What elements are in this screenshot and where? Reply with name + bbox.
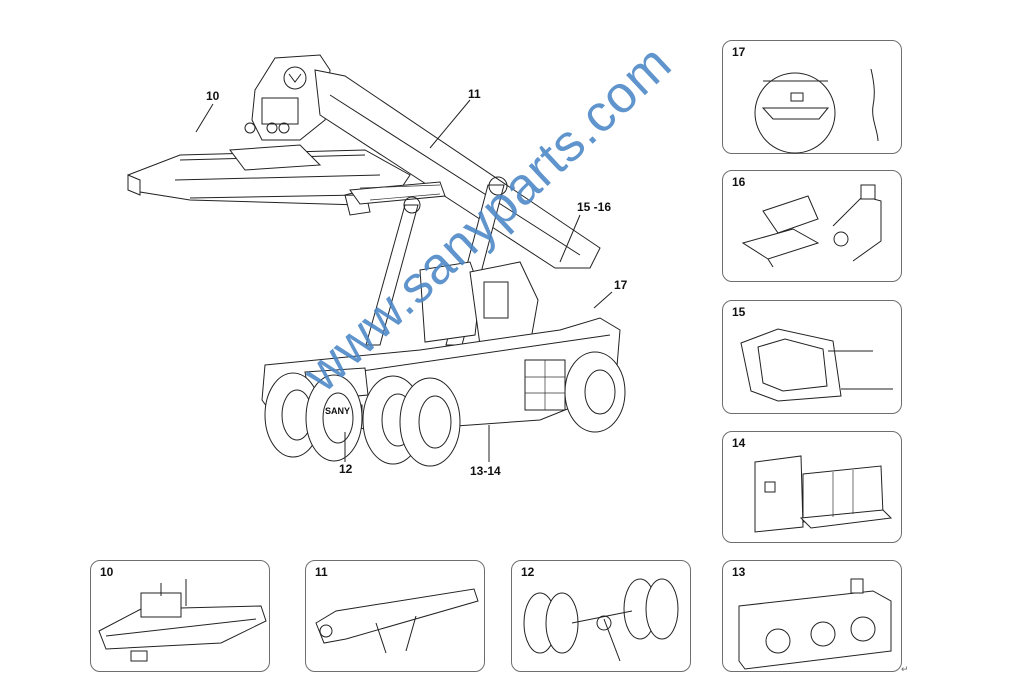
detail-panel-11: 11	[305, 560, 485, 672]
callout-11: 11	[468, 87, 481, 101]
panel-number: 11	[315, 565, 328, 579]
detail-panel-16: 16	[722, 170, 902, 282]
detail-panel-15: 15	[722, 300, 902, 414]
callout-15-16: 15 -16	[577, 200, 612, 214]
spreader-drawing	[127, 54, 411, 216]
counterweight-drawing	[754, 455, 893, 533]
wheels-drawing	[264, 351, 626, 467]
machine-badge: SANY	[325, 406, 351, 416]
axle-detail-drawing	[523, 578, 679, 662]
panel-number: 15	[732, 305, 746, 319]
detail-panel-13: 13	[722, 560, 902, 672]
panel-number: 17	[732, 45, 746, 59]
detail-panel-12: 12	[511, 560, 691, 672]
panel-number: 10	[100, 565, 114, 579]
callout-13-14: 13-14	[470, 464, 501, 478]
detail-panel-10: 10	[90, 560, 270, 672]
detail-panel-17: 17	[722, 40, 902, 154]
panel-number: 12	[521, 565, 535, 579]
tank-detail-drawing	[738, 578, 892, 670]
return-mark: ↵	[901, 664, 909, 674]
boom-detail-drawing	[315, 588, 479, 654]
seat-assembly-drawing	[741, 184, 882, 268]
callout-leaders	[195, 99, 613, 462]
callout-12: 12	[339, 462, 353, 476]
cab-frame-drawing	[740, 328, 893, 402]
panel-number: 13	[732, 565, 746, 579]
panel-number: 16	[732, 175, 746, 189]
reach-stacker-illustration	[127, 54, 626, 467]
detail-panel-14: 14	[722, 431, 902, 543]
callout-17: 17	[614, 278, 628, 292]
spreader-detail-drawing	[98, 579, 267, 662]
callout-10: 10	[206, 89, 220, 103]
light-bracket-drawing	[754, 68, 879, 154]
panel-number: 14	[732, 436, 746, 450]
